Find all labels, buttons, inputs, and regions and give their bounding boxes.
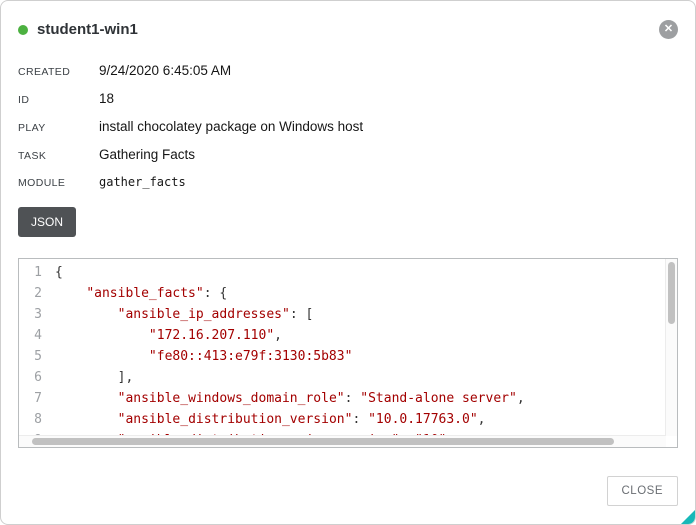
- code-line: 4 "172.16.207.110",: [19, 325, 665, 346]
- horizontal-scrollbar[interactable]: [19, 435, 666, 447]
- code-text: "ansible_ip_addresses": [: [117, 307, 314, 322]
- code-line: 1{: [19, 262, 665, 283]
- line-number: 4: [34, 328, 42, 343]
- code-line: 6 ],: [19, 367, 665, 388]
- detail-label: TASK: [18, 150, 47, 162]
- detail-row: TASK Gathering Facts: [18, 147, 678, 162]
- code-line: 2 "ansible_facts": {: [19, 283, 665, 304]
- line-number: 9: [19, 430, 55, 435]
- code-content: 1{2 "ansible_facts": {3 "ansible_ip_addr…: [19, 259, 665, 435]
- detail-value: Gathering Facts: [99, 147, 196, 162]
- code-text: "172.16.207.110",: [148, 328, 282, 343]
- close-x-glyph: ✕: [659, 20, 678, 39]
- detail-value: 9/24/2020 6:45:05 AM: [99, 63, 232, 78]
- line-number: 2: [34, 286, 42, 301]
- vertical-scrollbar[interactable]: [665, 259, 677, 436]
- code-line: 5 "fe80::413:e79f:3130:5b83": [19, 346, 665, 367]
- detail-label: ID: [18, 94, 30, 106]
- detail-value: install chocolatey package on Windows ho…: [99, 119, 364, 134]
- code-line: 8 "ansible_distribution_version": "10.0.…: [19, 409, 665, 430]
- json-tab-button[interactable]: JSON: [18, 207, 77, 237]
- code-text: "ansible_distribution_version": "10.0.17…: [117, 412, 486, 427]
- code-text: ],: [55, 370, 134, 385]
- code-text: "ansible_facts": {: [86, 286, 228, 301]
- line-number: 6: [34, 370, 42, 385]
- detail-row: PLAY install chocolatey package on Window…: [18, 119, 678, 134]
- line-number: 7: [34, 391, 42, 406]
- code-line: 7 "ansible_windows_domain_role": "Stand-…: [19, 388, 665, 409]
- line-number: 3: [34, 307, 42, 322]
- line-number: 1: [34, 265, 42, 280]
- detail-row: ID 18: [18, 91, 678, 106]
- modal-header: student1-win1 ✕: [18, 20, 678, 39]
- code-text: "fe80::413:e79f:3130:5b83": [148, 349, 353, 364]
- modal-title: student1-win1: [37, 21, 138, 38]
- code-text: "ansible_distribution_major_version": "1…: [55, 430, 455, 435]
- json-code-viewer: 1{2 "ansible_facts": {3 "ansible_ip_addr…: [18, 258, 678, 448]
- code-text: {: [55, 265, 63, 280]
- code-line: 9 "ansible_distribution_major_version": …: [19, 430, 665, 435]
- detail-value: gather_facts: [99, 175, 186, 189]
- close-button[interactable]: CLOSE: [606, 476, 678, 506]
- horizontal-scrollbar-thumb[interactable]: [32, 438, 614, 445]
- vertical-scrollbar-thumb[interactable]: [668, 262, 675, 324]
- detail-label: PLAY: [18, 122, 46, 134]
- view-mode-tabs: JSON: [18, 207, 678, 237]
- line-number: 8: [34, 412, 42, 427]
- modal-footer: CLOSE: [606, 476, 678, 506]
- host-status-dot: [18, 24, 28, 35]
- detail-label: MODULE: [18, 177, 66, 189]
- code-line: 3 "ansible_ip_addresses": [: [19, 304, 665, 325]
- line-number: 5: [34, 349, 42, 364]
- detail-label: CREATED: [18, 66, 71, 78]
- code-text: "ansible_windows_domain_role": "Stand-al…: [117, 391, 525, 406]
- detail-row: MODULE gather_facts: [18, 175, 678, 189]
- corner-badge-icon: [681, 510, 695, 524]
- detail-row: CREATED 9/24/2020 6:45:05 AM: [18, 63, 678, 78]
- close-icon[interactable]: ✕: [659, 20, 678, 39]
- detail-value: 18: [99, 91, 115, 106]
